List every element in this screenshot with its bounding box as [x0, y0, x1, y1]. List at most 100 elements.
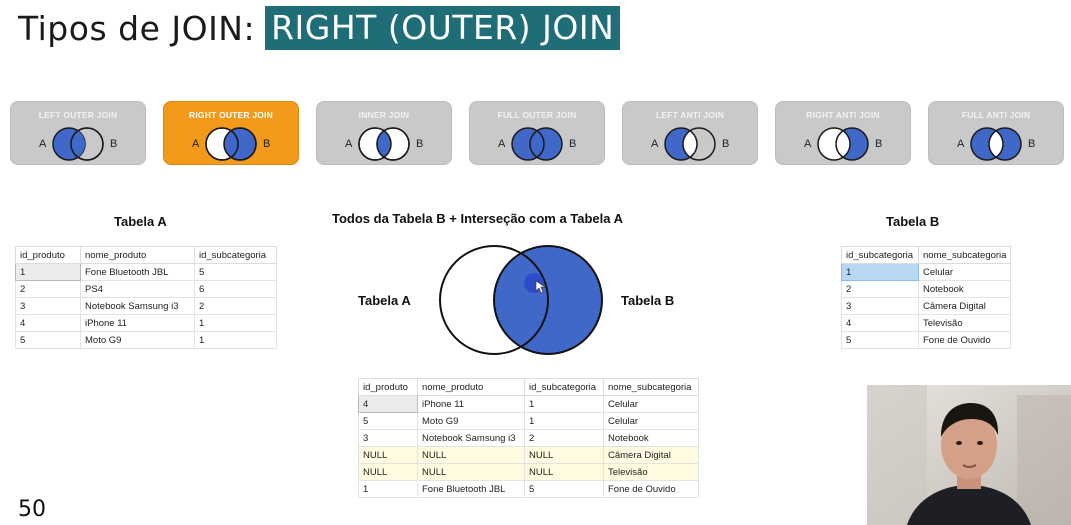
set-a-label: A: [804, 138, 812, 150]
table-b-heading: Tabela B: [886, 214, 940, 229]
table-row: 5 Fone de Ouvido: [841, 331, 1012, 349]
set-b-label: B: [416, 138, 424, 150]
set-a-label: A: [39, 138, 47, 150]
table-cell: 1: [524, 412, 604, 430]
presenter-video-icon: [867, 385, 1071, 525]
venn-label-a: Tabela A: [358, 293, 411, 308]
column-header: nome_produto: [80, 246, 195, 264]
full-anti-venn-icon: [970, 127, 1022, 161]
table-cell: 3: [15, 297, 81, 315]
join-card-label: INNER JOIN: [358, 110, 410, 120]
table-cell: Moto G9: [80, 331, 195, 349]
table-cell: Televisão: [917, 314, 1012, 332]
join-card-inner: INNER JOIN A B: [316, 101, 452, 165]
join-card-label: FULL OUTER JOIN: [497, 110, 577, 120]
join-card-label: RIGHT OUTER JOIN: [189, 110, 273, 120]
set-b-label: B: [722, 138, 730, 150]
webcam-overlay: [867, 385, 1071, 525]
table-cell: 5: [841, 331, 919, 349]
table-row: 1 Fone Bluetooth JBL 5 Fone de Ouvido: [358, 480, 699, 498]
table-cell: Televisão: [603, 463, 699, 481]
table-cell: Celular: [917, 263, 1012, 281]
table-row: 5 Moto G9 1 Celular: [358, 412, 699, 430]
set-b-label: B: [875, 138, 883, 150]
table-header-row: id_produto nome_produto id_subcategoria: [15, 246, 277, 264]
table-header-row: id_subcategoria nome_subcategoria: [841, 246, 1012, 264]
table-cell: Fone de Ouvido: [917, 331, 1012, 349]
table-cell: Fone Bluetooth JBL: [80, 263, 195, 281]
table-row: 1 Celular: [841, 263, 1012, 281]
table-cell: Notebook: [917, 280, 1012, 298]
table-row: 3 Câmera Digital: [841, 297, 1012, 315]
column-header: nome_subcategoria: [917, 246, 1012, 264]
join-card-right-outer: RIGHT OUTER JOIN A B: [163, 101, 299, 165]
table-header-row: id_produto nome_produto id_subcategoria …: [358, 378, 699, 396]
table-cell: 1: [841, 263, 919, 281]
table-row: NULL NULL NULL Televisão: [358, 463, 699, 481]
page-number: 50: [18, 497, 46, 522]
column-header: nome_subcategoria: [603, 378, 699, 396]
table-cell: Fone Bluetooth JBL: [417, 480, 525, 498]
table-cell: 2: [15, 280, 81, 298]
mouse-cursor-icon: [535, 280, 546, 294]
table-row: 3 Notebook Samsung i3 2 Notebook: [358, 429, 699, 447]
table-cell: 1: [194, 314, 277, 332]
table-cell: Celular: [603, 412, 699, 430]
left-anti-venn-icon: [664, 127, 716, 161]
title-prefix: Tipos de JOIN:: [18, 8, 256, 48]
table-cell: Câmera Digital: [917, 297, 1012, 315]
table-cell: Notebook Samsung i3: [80, 297, 195, 315]
column-header: id_subcategoria: [194, 246, 277, 264]
right-anti-venn-icon: [817, 127, 869, 161]
table-cell: Notebook Samsung i3: [417, 429, 525, 447]
column-header: id_produto: [358, 378, 418, 396]
table-cell: 4: [841, 314, 919, 332]
table-row: 4 iPhone 11 1 Celular: [358, 395, 699, 413]
set-a-label: A: [651, 138, 659, 150]
join-card-full-outer: FULL OUTER JOIN A B: [469, 101, 605, 165]
table-b-grid: id_subcategoria nome_subcategoria 1 Celu…: [841, 246, 1012, 349]
table-cell: iPhone 11: [80, 314, 195, 332]
join-card-right-anti: RIGHT ANTI JOIN A B: [775, 101, 911, 165]
table-a-grid: id_produto nome_produto id_subcategoria …: [15, 246, 277, 349]
join-card-left-outer: LEFT OUTER JOIN A B: [10, 101, 146, 165]
set-a-label: A: [345, 138, 353, 150]
result-grid: id_produto nome_produto id_subcategoria …: [358, 378, 699, 498]
table-cell: NULL: [524, 446, 604, 464]
table-row: 2 PS4 6: [15, 280, 277, 298]
table-cell: iPhone 11: [417, 395, 525, 413]
table-cell: 1: [15, 263, 81, 281]
column-header: id_produto: [15, 246, 81, 264]
set-b-label: B: [110, 138, 118, 150]
table-cell: 4: [358, 395, 418, 413]
left-outer-venn-icon: [52, 127, 104, 161]
table-cell: Notebook: [603, 429, 699, 447]
set-b-label: B: [569, 138, 577, 150]
set-b-label: B: [263, 138, 271, 150]
table-cell: NULL: [358, 446, 418, 464]
table-row: 1 Fone Bluetooth JBL 5: [15, 263, 277, 281]
table-row: 4 iPhone 11 1: [15, 314, 277, 332]
join-card-label: LEFT ANTI JOIN: [655, 110, 725, 120]
join-types-row: LEFT OUTER JOIN A B RIGHT OUTER JOIN A B…: [10, 101, 1066, 167]
table-cell: Celular: [603, 395, 699, 413]
set-b-label: B: [1028, 138, 1036, 150]
set-a-label: A: [192, 138, 200, 150]
table-cell: 4: [15, 314, 81, 332]
table-cell: NULL: [524, 463, 604, 481]
table-row: NULL NULL NULL Câmera Digital: [358, 446, 699, 464]
table-cell: Moto G9: [417, 412, 525, 430]
column-header: id_subcategoria: [841, 246, 919, 264]
table-cell: NULL: [417, 463, 525, 481]
join-card-label: RIGHT ANTI JOIN: [806, 110, 880, 120]
table-cell: 5: [524, 480, 604, 498]
table-cell: NULL: [417, 446, 525, 464]
table-cell: 5: [15, 331, 81, 349]
join-card-label: LEFT OUTER JOIN: [38, 110, 118, 120]
table-cell: Fone de Ouvido: [603, 480, 699, 498]
table-row: 4 Televisão: [841, 314, 1012, 332]
join-card-left-anti: LEFT ANTI JOIN A B: [622, 101, 758, 165]
title-highlight: RIGHT (OUTER) JOIN: [265, 6, 621, 50]
table-row: 3 Notebook Samsung i3 2: [15, 297, 277, 315]
table-cell: 1: [194, 331, 277, 349]
